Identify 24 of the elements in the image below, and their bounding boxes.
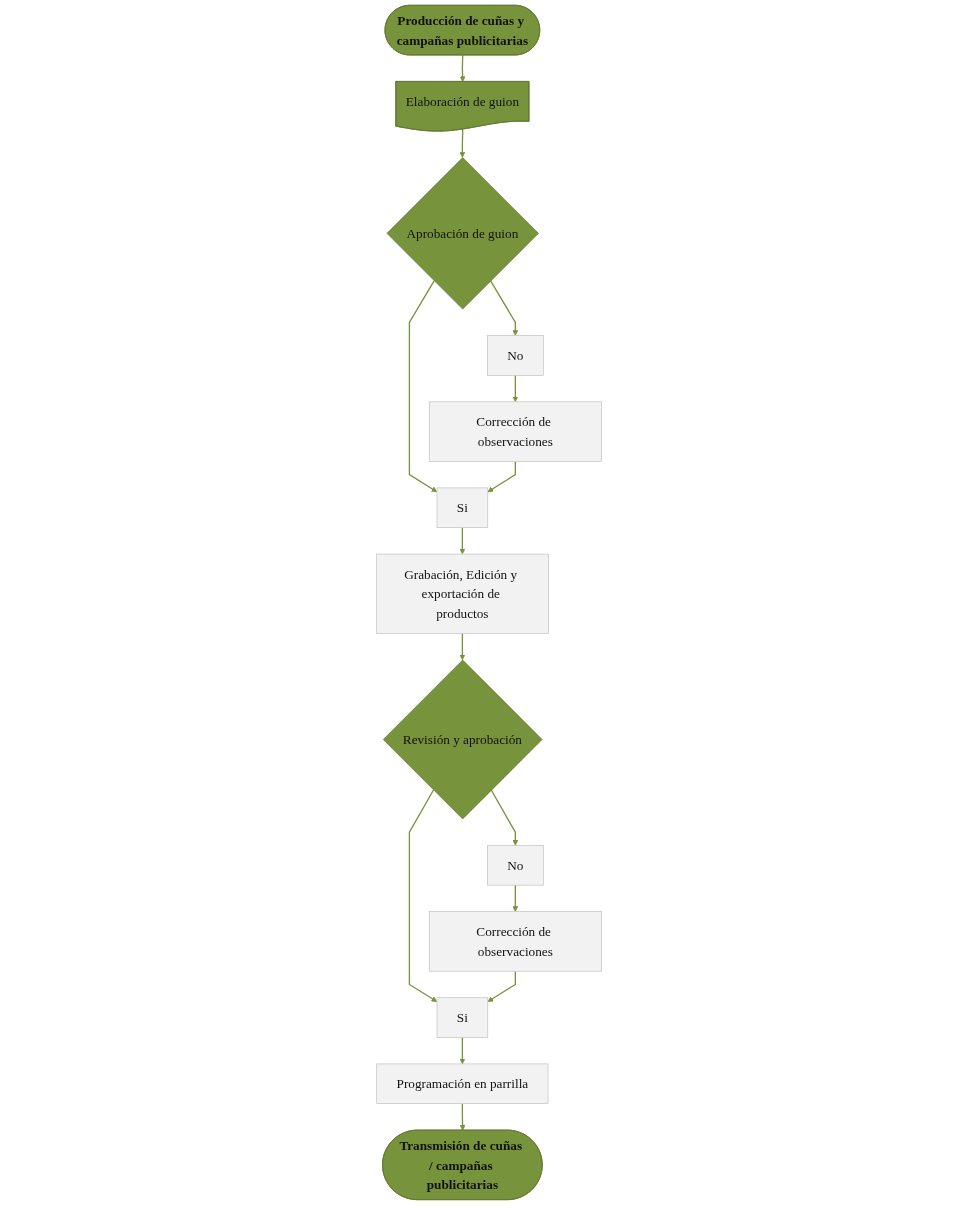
- arrow: [487, 460, 517, 493]
- node-box: No: [487, 845, 544, 886]
- node-diamond: Aprobación de guion: [386, 157, 539, 310]
- arrow: [459, 128, 466, 158]
- node-box: Programación en parrilla: [376, 1063, 549, 1104]
- arrow: [459, 526, 466, 555]
- node-box: Corrección de observaciones: [429, 911, 602, 972]
- node-box: Si: [436, 487, 489, 528]
- node-diamond: Revisión y aprobación: [383, 659, 543, 820]
- arrow: [459, 1103, 466, 1131]
- arrow: [459, 54, 466, 83]
- arrow: [487, 970, 517, 1002]
- node-box: Grabación, Edición y exportación de productos: [376, 553, 549, 634]
- arrow: [459, 632, 466, 661]
- node-box: No: [487, 335, 544, 376]
- arrow: [490, 280, 519, 336]
- arrow: [408, 789, 438, 1002]
- arrow: [512, 374, 519, 403]
- node-box: Si: [436, 997, 489, 1038]
- arrow: [408, 280, 438, 493]
- arrow: [490, 789, 519, 846]
- node-box: Corrección de observaciones: [429, 401, 602, 462]
- arrow: [459, 1036, 466, 1065]
- arrow: [512, 884, 519, 912]
